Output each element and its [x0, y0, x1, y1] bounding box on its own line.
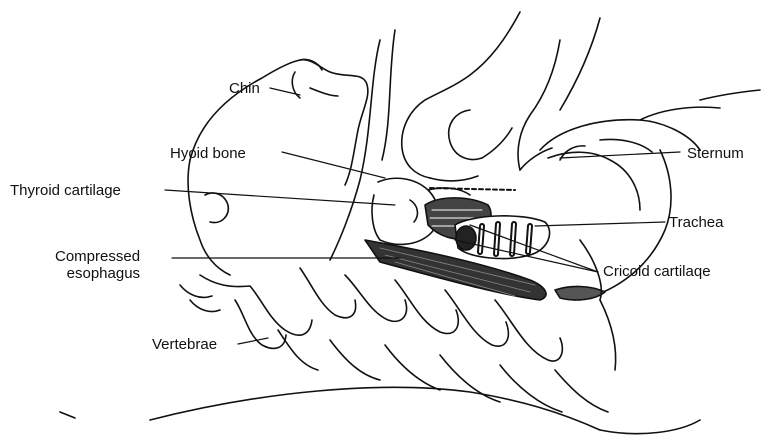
leader-trachea: [535, 222, 665, 226]
hand-outline: [402, 12, 600, 181]
label-compressed-esophagus-line1: Compressed: [55, 248, 140, 265]
label-compressed-esophagus: Compressed esophagus: [55, 248, 140, 282]
label-chin: Chin: [229, 80, 260, 97]
label-cricoid-cartilage: Cricoid cartilaqe: [603, 263, 711, 280]
label-sternum: Sternum: [687, 145, 744, 162]
label-vertebrae: Vertebrae: [152, 336, 217, 353]
label-trachea: Trachea: [669, 214, 723, 231]
leader-thyroid: [165, 190, 395, 205]
leader-hyoid: [282, 152, 385, 178]
label-hyoid-bone: Hyoid bone: [170, 145, 246, 162]
label-thyroid-cartilage: Thyroid cartilage: [10, 182, 121, 199]
label-compressed-esophagus-line2: esophagus: [55, 265, 140, 282]
leader-vertebrae: [238, 338, 268, 344]
leader-chin: [270, 88, 300, 95]
